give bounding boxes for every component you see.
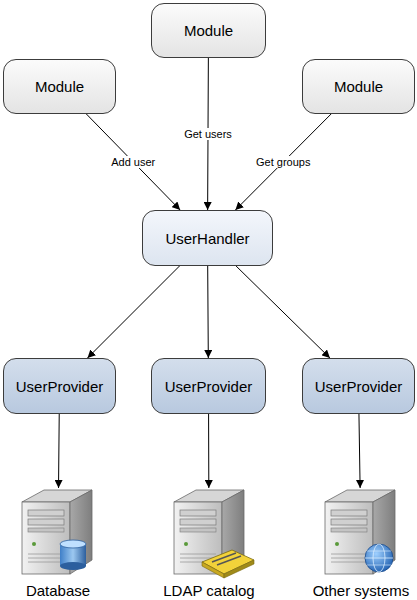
- edge-label: Get users: [183, 128, 233, 140]
- node-label: Module: [35, 78, 84, 95]
- module-box: Module: [3, 59, 116, 114]
- connector-arrow: [208, 414, 209, 488]
- ldap-server-icon: [174, 490, 254, 578]
- connector-arrow: [359, 414, 360, 488]
- provider-box: UserProvider: [3, 358, 116, 414]
- connector-arrow: [207, 266, 209, 358]
- connector-arrow: [58, 414, 60, 488]
- node-label: Module: [184, 22, 233, 39]
- node-label: UserHandler: [165, 230, 249, 247]
- edge-label: Add user: [110, 156, 156, 168]
- node-label: Other systems: [313, 582, 410, 599]
- connector-arrow: [88, 266, 180, 358]
- server-node: Database: [2, 488, 114, 599]
- module-box: Module: [302, 59, 415, 114]
- node-label: Module: [334, 78, 383, 95]
- server-node: LDAP catalog: [154, 488, 264, 599]
- node-label: UserProvider: [315, 378, 403, 395]
- connector-arrow: [235, 114, 331, 210]
- server-node: Other systems: [305, 488, 417, 599]
- node-label: UserProvider: [16, 378, 104, 395]
- node-label: LDAP catalog: [163, 582, 254, 599]
- node-label: UserProvider: [165, 378, 253, 395]
- edge-label: Get groups: [255, 156, 311, 168]
- node-label: Database: [26, 582, 90, 599]
- other-server-icon: [325, 490, 395, 574]
- provider-box: UserProvider: [151, 358, 266, 414]
- provider-box: UserProvider: [302, 358, 415, 414]
- connector-arrow: [236, 266, 330, 358]
- database-server-icon: [22, 490, 92, 574]
- handler-box: UserHandler: [142, 210, 273, 266]
- connector-arrow: [86, 114, 180, 210]
- module-box: Module: [151, 3, 266, 58]
